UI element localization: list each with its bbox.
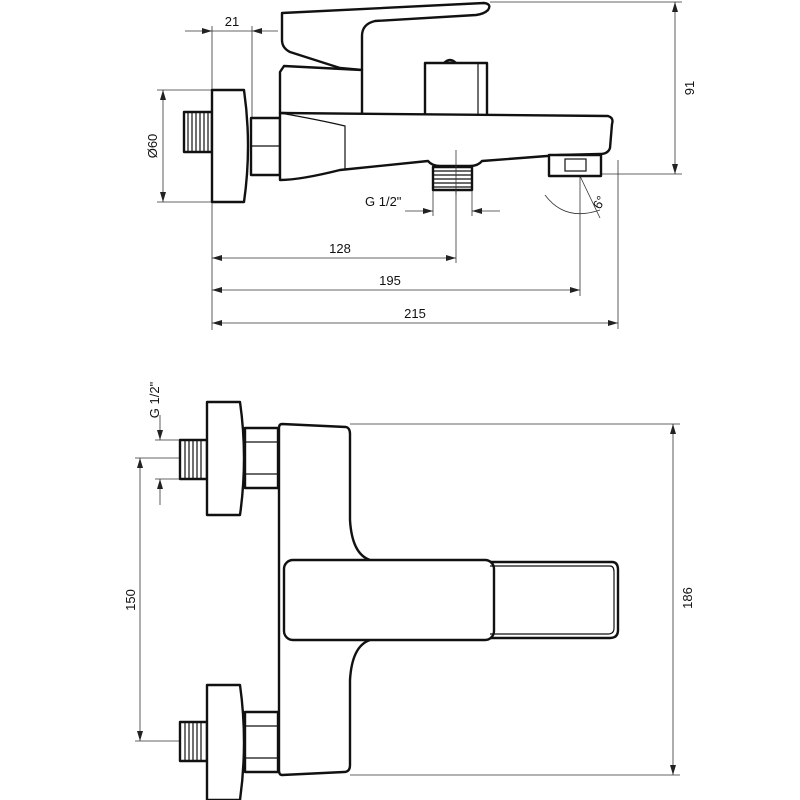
front-view bbox=[135, 400, 680, 800]
nut-top bbox=[243, 426, 280, 490]
mixer-body bbox=[278, 64, 364, 118]
flange-bottom bbox=[205, 683, 246, 800]
dim-flange-depth: 21 bbox=[225, 14, 239, 29]
dim-inlet-spacing: 150 bbox=[123, 589, 138, 611]
dim-outlet-distance: 128 bbox=[329, 241, 351, 256]
nut-bottom bbox=[243, 710, 280, 774]
dim-total-length: 215 bbox=[404, 306, 426, 321]
side-view: 21 Ø60 91 G 1/2" 128 195 215 6° bbox=[145, 1, 697, 330]
inlet-thread bbox=[182, 110, 214, 154]
dim-body-height: 186 bbox=[680, 587, 695, 609]
dim-outlet-thread: G 1/2" bbox=[365, 194, 402, 209]
dim-spout-angle: 6° bbox=[590, 193, 609, 211]
wall-flange bbox=[210, 88, 250, 204]
dim-inlet-thread: G 1/2" bbox=[147, 381, 162, 418]
lever-handle bbox=[280, 1, 491, 72]
lever-front bbox=[282, 558, 496, 642]
spout-outlet bbox=[547, 153, 603, 178]
dim-height: 91 bbox=[682, 81, 697, 95]
dim-spout-distance: 195 bbox=[379, 273, 401, 288]
dim-flange-diameter: Ø60 bbox=[145, 134, 160, 159]
spout bbox=[278, 111, 614, 182]
flange-top bbox=[205, 400, 246, 517]
lever-extension bbox=[488, 560, 620, 640]
